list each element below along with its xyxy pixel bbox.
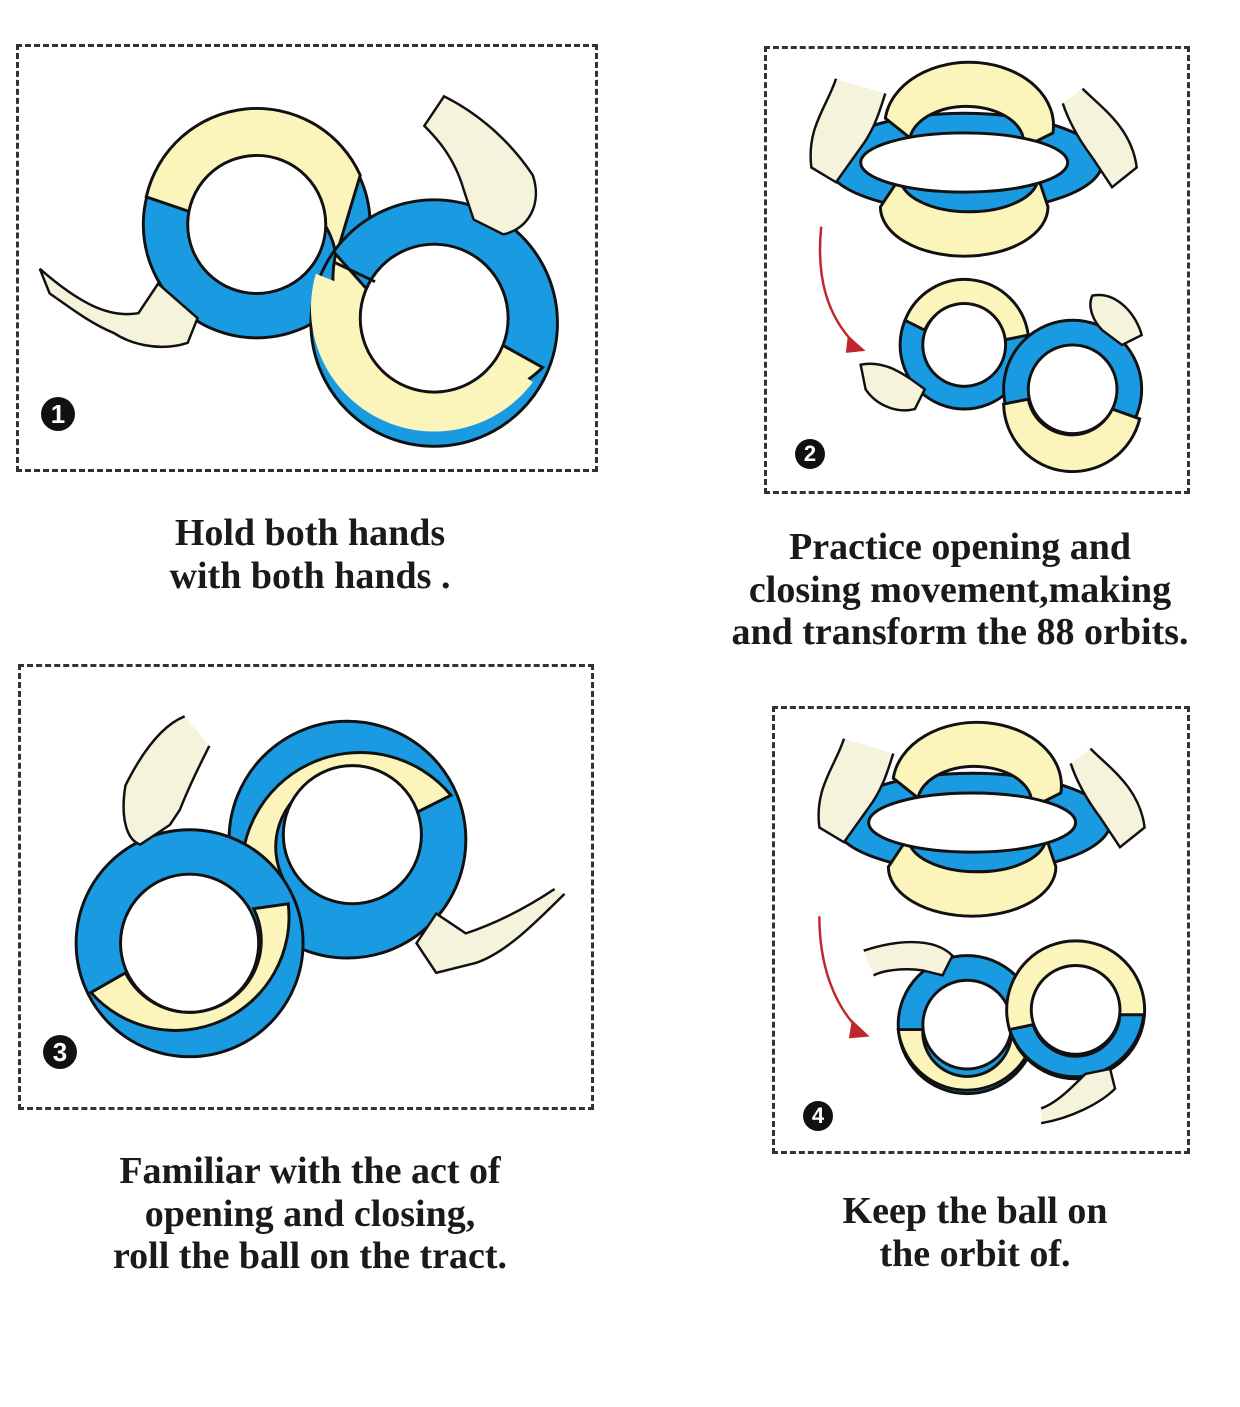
figure-eight-ring [896,939,1147,1096]
step-number-badge: 2 [795,439,825,469]
step-3-caption: Familiar with the act of opening and clo… [112,1150,508,1278]
step-3-panel: 3 [18,664,594,1110]
open-ring [832,720,1112,918]
step-2-panel: 2 [764,46,1190,494]
lower-right-hand [1089,293,1144,347]
step-4-caption: Keep the ball on the orbit of. [842,1190,1108,1275]
right-ring [309,198,559,448]
step-2-illustration [809,60,1144,473]
left-ring [141,106,372,340]
step-4-panel: 4 [772,706,1190,1154]
upper-hand [863,940,954,977]
left-hand [809,78,887,184]
left-hand [817,738,895,844]
left-ring [74,828,305,1059]
step-number-badge: 1 [41,397,75,431]
right-hand [415,887,566,975]
step-1-illustration [38,94,559,448]
step-3-illustration [74,715,566,1059]
step-1-caption: Hold both hands with both hands . [169,512,451,597]
left-hand [38,267,200,349]
arrow-head-icon [848,1019,870,1039]
right-hand [422,94,538,236]
step-1-panel: 1 [16,44,598,472]
lower-hand [1040,1067,1117,1125]
step-4-illustration [817,720,1147,1125]
step-2-caption: Practice opening and closing movement,ma… [731,526,1189,654]
right-hand [1061,87,1139,189]
right-hand [1069,747,1146,850]
arrow-head-icon [845,335,866,353]
lower-left-hand [859,362,927,412]
step-number-badge: 3 [43,1035,77,1069]
left-hand [122,715,211,846]
curved-arrow [818,226,857,346]
figure-eight-ring [898,277,1144,473]
curved-arrow [818,916,860,1031]
step-number-badge: 4 [803,1101,833,1131]
